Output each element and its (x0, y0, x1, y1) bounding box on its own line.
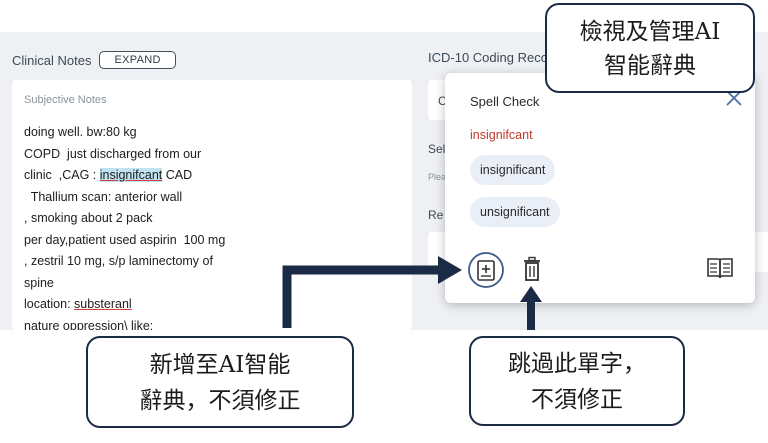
misspelled-word-highlight[interactable]: insignifcant (99, 168, 163, 182)
icd10-coding-header: ICD-10 Coding Recom (428, 50, 559, 65)
callout-line: 檢視及管理AI (579, 19, 721, 45)
subjective-notes-title: Subjective Notes (24, 94, 107, 106)
close-icon[interactable] (724, 88, 744, 108)
note-line: COPD just discharged from our (24, 146, 202, 161)
callout-line: 不須修正 (531, 387, 623, 413)
spell-check-popup: Spell Check insignifcant insignificant u… (445, 73, 755, 303)
icd-ghost-text: Re (428, 208, 444, 222)
misspelled-word-underline[interactable]: substeranl (74, 297, 132, 311)
note-line: nature oppression\ like: (24, 318, 154, 331)
callout-add-to-dictionary: 新增至AI智能 辭典，不須修正 (86, 336, 354, 428)
dictionary-book-icon[interactable] (707, 257, 733, 279)
note-line: doing well. bw:80 kg (24, 125, 137, 139)
callout-line: 辭典，不須修正 (139, 388, 301, 414)
add-to-dictionary-icon[interactable] (467, 251, 505, 289)
icd-field-box[interactable] (752, 232, 768, 272)
clinical-notes-header: Clinical Notes EXPAND (12, 50, 176, 70)
note-line-suffix: CAD (162, 168, 193, 182)
suggestion-chip[interactable]: insignificant (470, 155, 556, 185)
misspelled-word: insignifcant (470, 128, 533, 142)
spell-check-title: Spell Check (470, 94, 540, 109)
note-line: , smoking about 2 pack (24, 211, 153, 225)
callout-line: 跳過此單字， (508, 351, 646, 377)
clinical-notes-title: Clinical Notes (12, 52, 92, 68)
trash-icon[interactable] (522, 256, 542, 282)
callout-line: 新增至AI智能 (149, 352, 291, 378)
callout-manage-dictionary: 檢視及管理AI 智能辭典 (545, 3, 755, 93)
note-line: Thallium scan: anterior wall (24, 189, 183, 204)
note-line: location: substeranl (24, 294, 404, 316)
subjective-notes-text[interactable]: doing well. bw:80 kg COPD just discharge… (24, 122, 404, 330)
expand-button[interactable]: EXPAND (99, 51, 176, 69)
icd-field-box[interactable] (428, 80, 448, 120)
note-line: per day,patient used aspirin 100 mg (24, 232, 226, 247)
icd-ghost-text: C (438, 94, 447, 108)
icd-ghost-text: Sel (428, 142, 446, 156)
icd-ghost-text: Plea (428, 172, 447, 182)
note-line: spine (24, 275, 54, 290)
note-line: , zestril 10 mg, s/p laminectomy of (24, 254, 213, 268)
suggestion-chip[interactable]: unsignificant (470, 197, 560, 227)
subjective-notes-card: Subjective Notes doing well. bw:80 kg CO… (12, 80, 412, 330)
note-line: clinic ,CAG : insignifcant CAD (24, 165, 404, 187)
note-line-prefix: clinic ,CAG : (24, 168, 100, 182)
callout-skip-word: 跳過此單字， 不須修正 (469, 336, 685, 426)
callout-line: 智能辭典 (604, 53, 696, 79)
location-label: location: (24, 297, 75, 311)
